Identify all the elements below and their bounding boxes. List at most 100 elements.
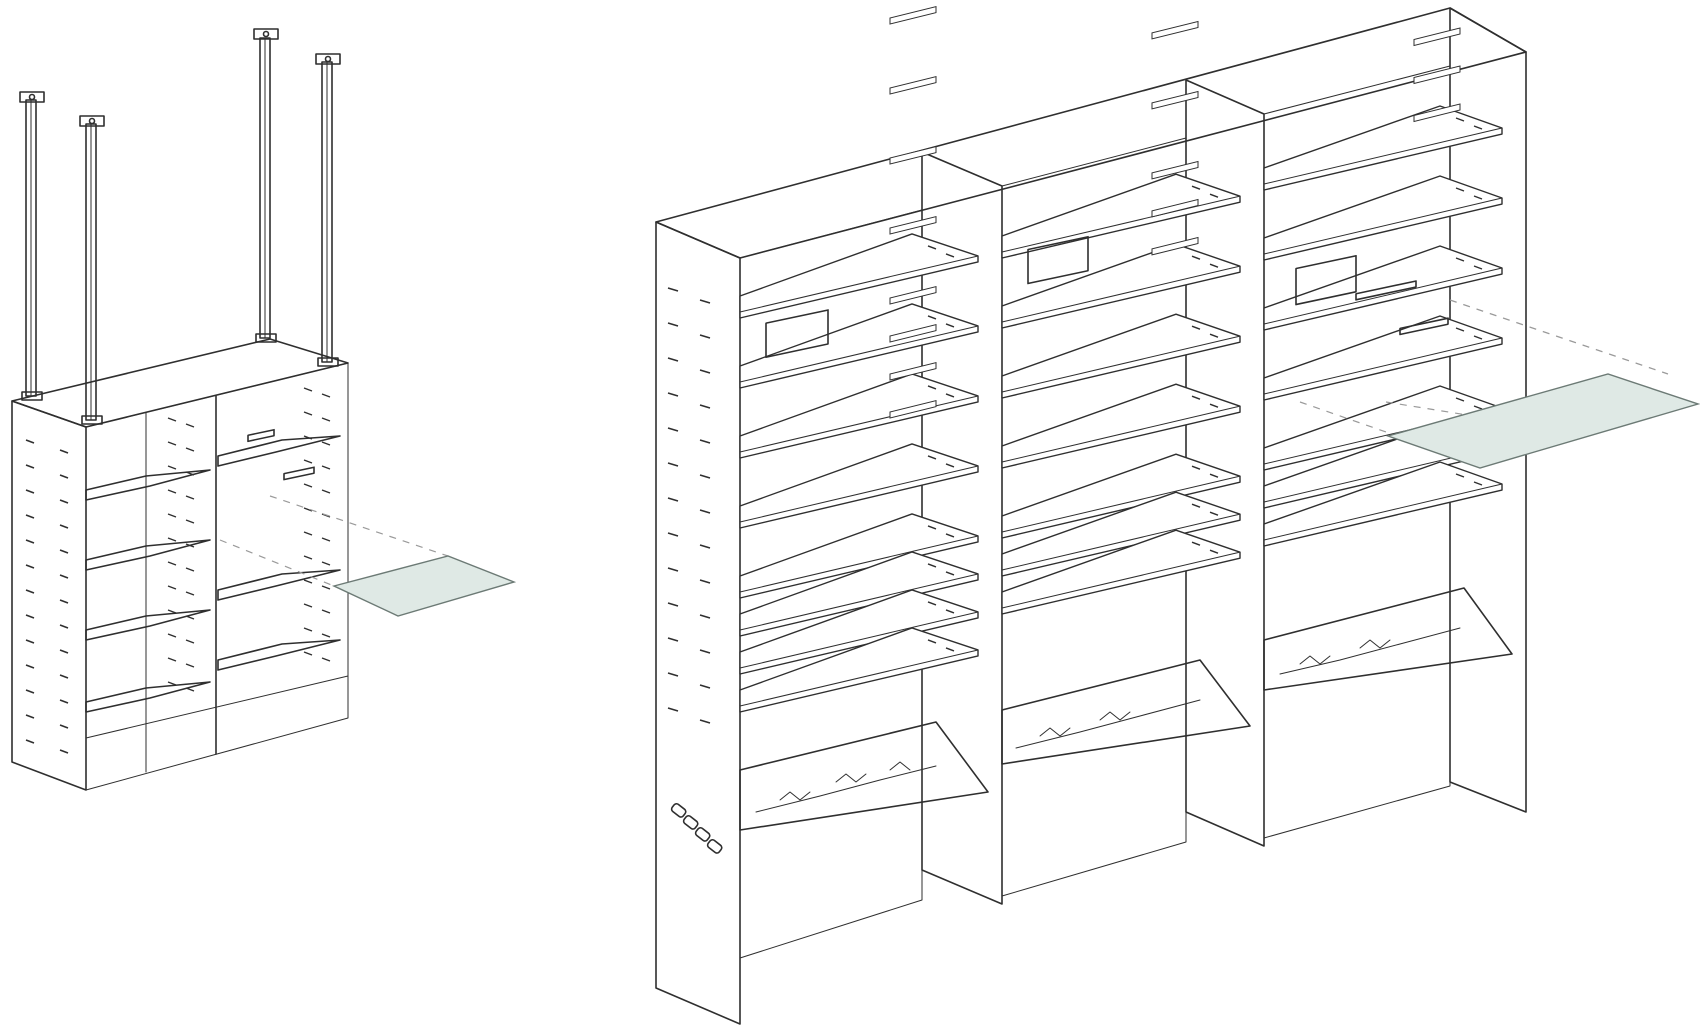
shelf-support [1413, 27, 1461, 47]
peg-hole [699, 649, 711, 654]
peg-hole [167, 489, 177, 494]
glass-shelf-panel [1385, 373, 1700, 469]
peg-hole [185, 567, 195, 572]
peg-hole [927, 455, 937, 460]
shelf [1263, 175, 1503, 261]
peg-hole [667, 532, 679, 537]
peg-hole [303, 411, 313, 416]
peg-hole [945, 323, 955, 328]
peg-hole [699, 579, 711, 584]
shelf-support [1151, 198, 1199, 218]
shelf [85, 681, 211, 713]
shelf [1001, 453, 1241, 539]
peg-hole [25, 664, 35, 669]
side-panel-peg-holes [667, 287, 711, 724]
peg-hole [321, 609, 331, 614]
peg-hole [1455, 473, 1465, 478]
peg-hole [699, 614, 711, 619]
peg-hole [303, 627, 313, 632]
side-panel-left [655, 221, 741, 1025]
peg-hole [167, 537, 177, 542]
shelf [1001, 173, 1241, 259]
shelf [1001, 313, 1241, 399]
shelf-brackets [247, 428, 315, 481]
peg-hole [1455, 187, 1465, 192]
shelf [739, 589, 979, 675]
peg-hole [321, 585, 331, 590]
inclined-shelf [739, 721, 989, 831]
peg-hole [667, 672, 679, 677]
peg-hole [1473, 405, 1483, 410]
shelf-support [889, 361, 937, 381]
peg-hole [59, 599, 69, 604]
peg-hole [167, 585, 177, 590]
peg-hole [185, 423, 195, 428]
peg-hole [185, 471, 195, 476]
shelf-edge [739, 573, 979, 631]
shelf-support [1151, 90, 1199, 110]
peg-hole [945, 647, 955, 652]
peg-hole [667, 357, 679, 362]
peg-hole [699, 299, 711, 304]
peg-hole [927, 245, 937, 250]
shelf-support [889, 5, 937, 25]
shelf-edge [1263, 197, 1503, 255]
shelf-edge [1001, 513, 1241, 571]
peg-hole [25, 464, 35, 469]
peg-hole [185, 663, 195, 668]
peg-hole [321, 393, 331, 398]
shelf-edge [1001, 265, 1241, 323]
peg-hole [1455, 257, 1465, 262]
shelf-edge [1263, 267, 1503, 325]
peg-hole [667, 637, 679, 642]
peg-hole [25, 564, 35, 569]
shelf-support [889, 285, 937, 305]
shelf [739, 551, 979, 637]
peg-hole [59, 499, 69, 504]
peg-hole [1455, 117, 1465, 122]
peg-hole [1455, 327, 1465, 332]
shelf-support [1151, 236, 1199, 256]
peg-hole [1473, 265, 1483, 270]
peg-hole [303, 483, 313, 488]
shelf-support [889, 323, 937, 343]
peg-hole [321, 465, 331, 470]
peg-hole [185, 447, 195, 452]
peg-hole [167, 633, 177, 638]
glass-shelf-panel [331, 555, 517, 617]
peg-hole [927, 639, 937, 644]
peg-hole [945, 533, 955, 538]
shelf [217, 435, 341, 467]
shelf-edge [739, 325, 979, 383]
shelf-support [889, 215, 937, 235]
peg-hole [25, 489, 35, 494]
shelf [85, 609, 211, 641]
peg-hole [303, 651, 313, 656]
shelf [1001, 529, 1241, 615]
shelf-edge [739, 649, 979, 707]
peg-hole [1191, 503, 1201, 508]
peg-hole [185, 639, 195, 644]
shelf-edge [739, 395, 979, 453]
peg-hole [25, 614, 35, 619]
shelf-edge [739, 465, 979, 523]
peg-hole [699, 334, 711, 339]
side-panel-peg-holes [25, 387, 331, 754]
peg-hole [699, 404, 711, 409]
shelf-edge [1001, 551, 1241, 609]
peg-hole [945, 463, 955, 468]
peg-hole [1191, 325, 1201, 330]
cabinet-side-panel [11, 400, 87, 791]
suspension-rod [315, 53, 341, 367]
peg-hole [167, 609, 177, 614]
peg-hole [1191, 185, 1201, 190]
peg-hole [1191, 541, 1201, 546]
peg-hole [1473, 481, 1483, 486]
peg-hole [185, 615, 195, 620]
peg-hole [25, 639, 35, 644]
peg-hole [945, 571, 955, 576]
peg-hole [167, 657, 177, 662]
peg-hole [1209, 263, 1219, 268]
shelf-edge [739, 255, 979, 313]
